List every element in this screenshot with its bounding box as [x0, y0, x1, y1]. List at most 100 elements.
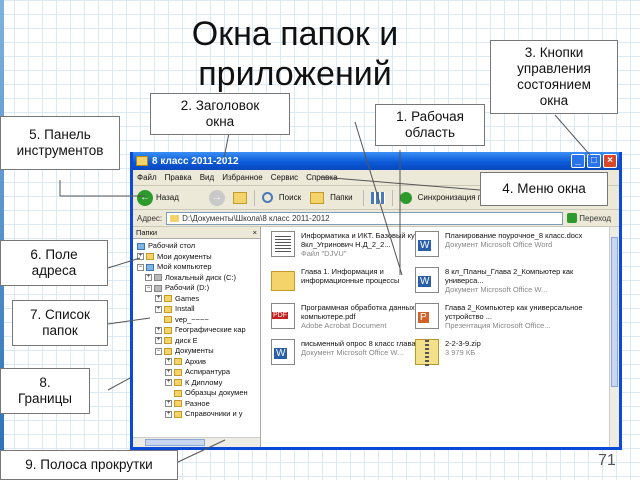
tree-item[interactable]: +Install	[133, 304, 260, 315]
expand-icon[interactable]: +	[155, 326, 162, 334]
views-icon[interactable]	[370, 191, 385, 204]
expand-icon[interactable]: +	[165, 368, 172, 376]
file-item[interactable]: письменный опрос 8 класс глава 2.docДоку…	[271, 339, 441, 371]
callout-workspace: 1. Рабочая область	[375, 104, 485, 146]
tree-item[interactable]: +Games	[133, 294, 260, 305]
callout-text: адреса	[31, 263, 77, 278]
back-button[interactable]: Назад	[156, 193, 179, 202]
close-pane-button[interactable]: ×	[252, 228, 257, 237]
tree-item[interactable]: −Мой компьютер	[133, 262, 260, 273]
sync-button[interactable]: Синхронизация папки	[417, 193, 499, 202]
expand-icon[interactable]: +	[145, 274, 152, 282]
file-item[interactable]: Глава 1. Информация и информационные про…	[271, 267, 441, 299]
callout-text: 6. Поле	[30, 247, 78, 262]
callout-text: Границы	[18, 391, 72, 406]
window-titlebar[interactable]: 8 класс 2011-2012 _ □ ×	[133, 152, 619, 170]
expand-icon[interactable]: +	[165, 400, 172, 408]
tree-item-label: vep_~~~~	[175, 314, 209, 324]
folder-icon	[271, 271, 295, 291]
tree-item-label: Аспирантура	[185, 367, 231, 376]
scrollbar-thumb[interactable]	[611, 237, 618, 387]
expand-icon[interactable]: +	[165, 358, 172, 366]
go-arrow-icon[interactable]	[567, 213, 578, 223]
folders-button[interactable]: Папки	[330, 193, 353, 202]
tree-item[interactable]: + Аспирантура	[133, 367, 260, 378]
tree-item[interactable]: −Рабочий (D:)	[133, 283, 260, 294]
menu-view[interactable]: Вид	[199, 173, 215, 182]
folder-icon	[164, 305, 172, 313]
tree-item[interactable]: Рабочий стол	[133, 241, 260, 252]
folder-icon	[164, 326, 172, 334]
file-item[interactable]: 8 кл_Планы_Глава 2_Компьютер как универс…	[415, 267, 585, 299]
tree-item[interactable]: + Географические кар	[133, 325, 260, 336]
file-name: 8 кл_Планы_Глава 2_Компьютер как универс…	[445, 267, 574, 285]
tree-item[interactable]: +Справочники и у	[133, 409, 260, 420]
expand-icon[interactable]: +	[137, 253, 144, 261]
menu-tools[interactable]: Сервис	[270, 173, 299, 182]
menu-help[interactable]: Справка	[306, 173, 338, 182]
search-button[interactable]: Поиск	[278, 193, 302, 202]
callout-menu: 4. Меню окна	[480, 172, 608, 206]
tree-item[interactable]: vep_~~~~	[133, 315, 260, 326]
menu-edit[interactable]: Правка	[164, 173, 192, 182]
tree-item[interactable]: +К Диплому	[133, 378, 260, 389]
tree-item-label: диск E	[175, 335, 198, 345]
close-button[interactable]: ×	[603, 154, 617, 168]
tree-item[interactable]: +Локальный диск (C:)	[133, 273, 260, 284]
tree-item[interactable]: + диск E	[133, 336, 260, 347]
file-item[interactable]: Программная обработка данных на компьюте…	[271, 303, 441, 335]
expand-icon[interactable]: +	[165, 379, 172, 387]
tree-item-label: Разное	[185, 398, 210, 408]
callout-text: инструментов	[16, 143, 104, 158]
collapse-icon[interactable]: −	[155, 347, 162, 355]
collapse-icon[interactable]: −	[137, 263, 144, 271]
folders-icon[interactable]	[310, 191, 325, 204]
expand-icon[interactable]: +	[155, 295, 162, 303]
callout-text: управления	[517, 61, 591, 76]
go-button[interactable]: Переход	[579, 213, 611, 223]
expand-icon[interactable]: +	[155, 337, 162, 345]
tree-item[interactable]: + Разное	[133, 399, 260, 410]
forward-arrow-icon[interactable]: →	[208, 189, 225, 206]
address-label: Адрес:	[137, 213, 163, 223]
toolbar-separator	[391, 189, 393, 206]
folder-icon	[164, 316, 172, 324]
file-name: Программная обработка данных на компьюте…	[301, 303, 426, 321]
vertical-scrollbar[interactable]	[609, 227, 619, 447]
search-icon[interactable]	[261, 192, 273, 203]
tree-item[interactable]: +Архив	[133, 357, 260, 368]
callout-text: папок	[42, 323, 78, 338]
folders-pane-header: Папки ×	[133, 227, 260, 239]
collapse-icon[interactable]: −	[145, 284, 152, 292]
folder-icon	[164, 295, 172, 303]
callout-text: 5. Панель	[29, 127, 91, 142]
maximize-button[interactable]: □	[587, 154, 601, 168]
file-name: письменный опрос 8 класс глава 2.doc	[301, 339, 436, 348]
menu-favorites[interactable]: Избранное	[222, 173, 263, 182]
scrollbar-thumb[interactable]	[145, 439, 205, 446]
tree-item-label: Мои документы	[157, 251, 212, 261]
file-meta: Документ Microsoft Office W...	[301, 348, 404, 357]
file-item[interactable]: Глава 2_Компьютер как универсальное устр…	[415, 303, 585, 335]
file-item[interactable]: Планирование поурочное_8 класс.docxДокум…	[415, 231, 585, 263]
expand-icon[interactable]: +	[155, 305, 162, 313]
expand-icon[interactable]: +	[165, 410, 172, 418]
minimize-button[interactable]: _	[571, 154, 585, 168]
horizontal-scrollbar[interactable]	[133, 437, 260, 447]
tree-item[interactable]: Образцы докумен	[133, 388, 260, 399]
address-input[interactable]: D:\Документы\Школа\8 класс 2011-2012	[166, 211, 564, 225]
sync-icon[interactable]	[399, 191, 412, 204]
folder-icon	[174, 358, 182, 366]
up-folder-icon[interactable]	[232, 191, 247, 204]
tree-item[interactable]: + Мои документы	[133, 252, 260, 263]
tree-item-label: Географические кар	[175, 325, 246, 334]
word-file-icon	[415, 231, 439, 257]
menu-file[interactable]: Файл	[137, 173, 157, 182]
address-bar: Адрес: D:\Документы\Школа\8 класс 2011-2…	[133, 210, 619, 227]
desktop-icon	[137, 242, 145, 250]
toolbar-separator	[253, 189, 255, 206]
back-arrow-icon[interactable]: ←	[137, 189, 153, 206]
zip-file-icon	[415, 339, 439, 366]
tree-item[interactable]: −Документы	[133, 346, 260, 357]
